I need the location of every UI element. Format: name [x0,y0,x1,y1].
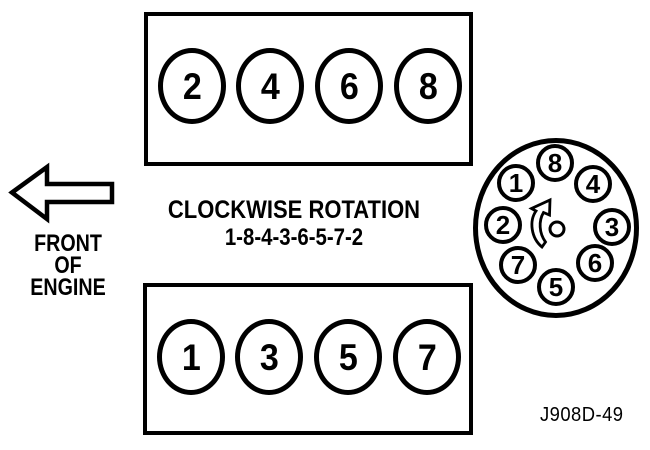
cylinder-1: 1 [157,319,225,395]
pin-4-label: 4 [586,169,601,199]
cylinder-3-label: 3 [259,336,279,378]
distributor-pin-8: 8 [536,144,574,182]
front-of-engine-label: FRONT OF ENGINE [19,230,117,301]
pin-7-label: 7 [511,250,525,280]
cylinder-bank-bottom: 1 3 5 7 [143,283,473,435]
cylinder-7: 7 [393,319,461,395]
cylinder-8: 8 [394,48,462,124]
front-of-engine-line-1: FRONT [34,230,102,257]
distributor-pin-1: 1 [497,164,535,202]
left-arrow-icon [8,162,115,224]
cylinder-6-label: 6 [339,65,359,107]
distributor-pin-2: 2 [484,206,522,244]
front-of-engine-line-3: ENGINE [30,274,106,301]
cylinder-5-label: 5 [338,336,358,378]
cylinder-4-label: 4 [260,65,280,107]
pin-5-label: 5 [549,272,563,302]
cylinder-8-label: 8 [418,65,438,107]
pin-2-label: 2 [496,210,510,240]
distributor-pin-6: 6 [576,244,614,282]
cylinder-1-label: 1 [181,336,201,378]
distributor-pin-7: 7 [499,246,537,284]
pin-1-label: 1 [509,168,523,198]
pin-3-label: 3 [605,212,619,242]
pin-6-label: 6 [588,248,602,278]
cylinder-7-label: 7 [417,336,437,378]
cylinder-6: 6 [315,48,383,124]
cylinder-3: 3 [235,319,303,395]
cylinder-2-label: 2 [182,65,202,107]
front-of-engine-line-2: OF [54,252,82,279]
distributor-pin-4: 4 [574,165,612,203]
cylinder-2: 2 [158,48,226,124]
rotation-direction-label: CLOCKWISE ROTATION [167,196,421,224]
distributor-cap: 8 4 3 6 5 7 2 1 [473,138,639,318]
firing-order-label: 1-8-4-3-6-5-7-2 [224,224,364,251]
clockwise-arrow-icon [528,197,552,250]
cylinder-bank-top: 2 4 6 8 [144,12,473,166]
distributor-pin-5: 5 [537,268,575,306]
rotation-info: CLOCKWISE ROTATION 1-8-4-3-6-5-7-2 [144,197,444,251]
pin-8-label: 8 [548,148,562,178]
figure-code: J908D-49 [540,404,624,426]
cylinder-4: 4 [236,48,304,124]
rotor-shaft [548,220,566,238]
cylinder-5: 5 [314,319,382,395]
distributor-pin-3: 3 [593,208,631,246]
